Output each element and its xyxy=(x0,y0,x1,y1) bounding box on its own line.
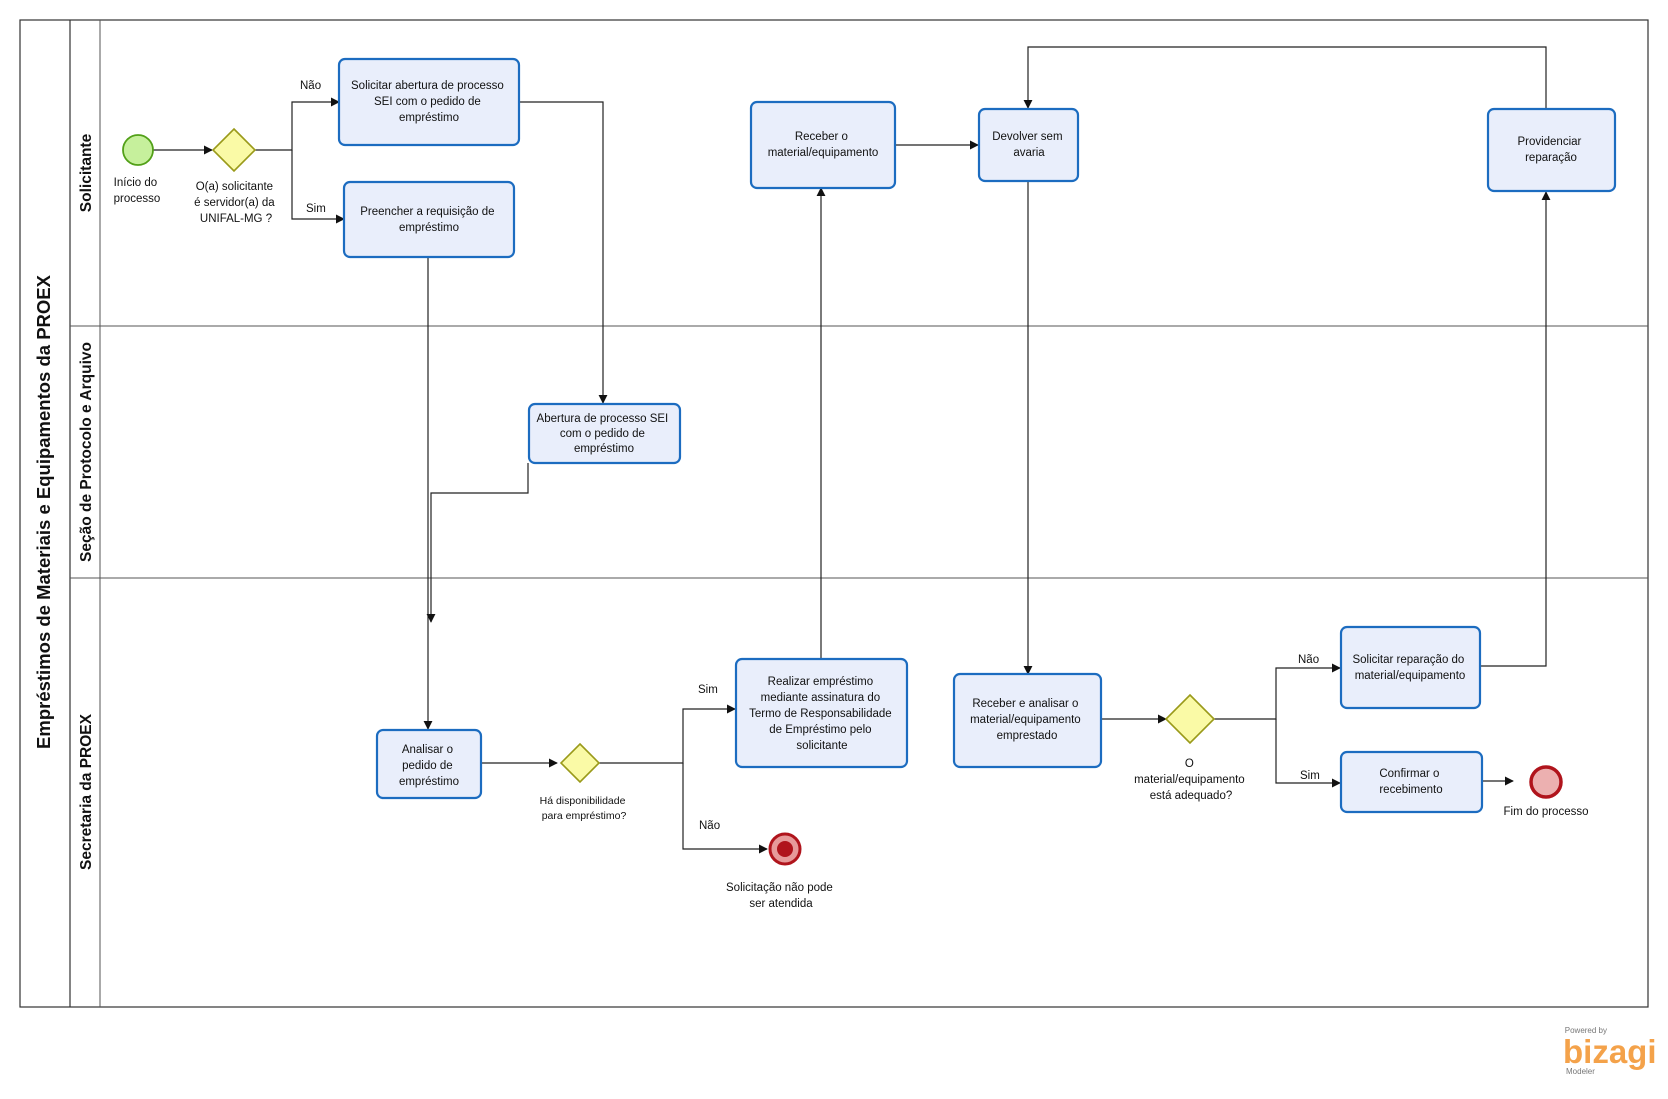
gateway-adequate xyxy=(1164,693,1216,745)
start-event-label: Início do processo xyxy=(114,177,161,205)
svg-text:Solicitar reparação do m: Solicitar reparação do material/equipame… xyxy=(1352,654,1467,682)
gateway-is-server xyxy=(211,127,257,173)
flow-gateway-no xyxy=(255,97,340,151)
end-event-process-label: Fim do processo xyxy=(1503,806,1588,818)
svg-text:Solicitar abertura de processo: Solicitar abertura de processo SEI com o… xyxy=(351,80,507,124)
task-open-sei-process[interactable]: Abertura de processo SEI com o pedido de… xyxy=(527,402,682,465)
flow-provide-to-return xyxy=(1023,46,1547,109)
svg-text:Analisar o pedido de: Analisar o pedido de empréstimo xyxy=(399,744,459,788)
gateway-availability xyxy=(559,742,601,784)
end-event-not-served-label: Solicitação não pode ser atendida xyxy=(726,882,836,910)
bizagi-logo: Powered by bizagi Modeler xyxy=(1563,1026,1657,1076)
flow-adequate-yes xyxy=(1275,719,1341,788)
bizagi-name-text: bizagi xyxy=(1563,1033,1657,1070)
task-make-loan[interactable]: Realizar empréstimo mediante assinatura … xyxy=(734,657,909,769)
gateway-adequate-label: O material/equipamento está adequado? xyxy=(1134,758,1248,802)
svg-text:Confirmar o recebimento: Confirmar o recebimento xyxy=(1379,768,1442,796)
flow-request-to-open xyxy=(519,101,608,404)
flow-open-to-analyze xyxy=(426,463,529,623)
task-confirm-receipt[interactable]: Confirmar o recebimento xyxy=(1339,750,1484,814)
flow-repair-to-provide xyxy=(1480,191,1551,667)
end-event-process xyxy=(1529,765,1563,799)
lane-title-solicitante: Solicitante xyxy=(78,133,95,212)
task-receive-material[interactable]: Receber o material/equipamento xyxy=(749,100,897,190)
svg-text:Realizar empréstimo medi: Realizar empréstimo mediante assinatura … xyxy=(749,676,895,752)
task-request-repair[interactable]: Solicitar reparação do material/equipame… xyxy=(1339,625,1482,710)
lane-title-protocolo: Seção de Protocolo e Arquivo xyxy=(78,342,95,562)
flow-label-no-1: Não xyxy=(300,80,321,92)
flow-label-no-3: Não xyxy=(1298,654,1319,666)
flow-availability-yes xyxy=(599,704,736,764)
svg-text:Providenciar reparação: Providenciar reparação xyxy=(1517,136,1584,164)
pool xyxy=(19,19,1649,1008)
svg-text:Devolver sem avaria: Devolver sem avaria xyxy=(992,131,1066,159)
task-return-undamaged[interactable]: Devolver sem avaria xyxy=(977,107,1080,183)
gateway-availability-label: Há disponibilidade para empréstimo? xyxy=(540,795,629,822)
flow-label-yes-1: Sim xyxy=(306,203,326,215)
svg-text:Abertura de processo SEI: Abertura de processo SEI com o pedido de… xyxy=(537,413,672,455)
svg-text:Receber o material/equip: Receber o material/equipamento xyxy=(768,131,879,159)
svg-text:Preencher a requisição de: Preencher a requisição de empréstimo xyxy=(360,206,497,234)
task-receive-analyze[interactable]: Receber e analisar o material/equipament… xyxy=(952,672,1103,769)
bizagi-product-text: Modeler xyxy=(1566,1067,1595,1076)
task-fill-request[interactable]: Preencher a requisição de empréstimo xyxy=(342,180,516,259)
task-provide-repair[interactable]: Providenciar reparação xyxy=(1486,107,1617,193)
flow-label-no-2: Não xyxy=(699,820,720,832)
flow-adequate-no xyxy=(1211,663,1341,720)
start-event xyxy=(122,134,154,166)
bizagi-powered-text: Powered by xyxy=(1565,1026,1607,1035)
pool-title: Empréstimos de Materiais e Equipamentos … xyxy=(33,274,54,749)
flow-gateway-yes xyxy=(291,150,345,224)
flow-label-yes-2: Sim xyxy=(698,684,718,696)
lane-title-secretaria: Secretaria da PROEX xyxy=(78,713,95,870)
svg-text:Receber e analisar o mat: Receber e analisar o material/equipament… xyxy=(970,698,1084,742)
flow-availability-no xyxy=(682,763,768,854)
gateway-is-server-label: O(a) solicitante é servidor(a) da UNIFAL… xyxy=(194,181,278,225)
task-request-sei-process[interactable]: Solicitar abertura de processo SEI com o… xyxy=(337,57,521,147)
sequence-flows xyxy=(153,46,1551,854)
task-analyze-request[interactable]: Analisar o pedido de empréstimo xyxy=(375,728,483,800)
end-event-not-served xyxy=(768,832,802,866)
flow-label-yes-3: Sim xyxy=(1300,770,1320,782)
